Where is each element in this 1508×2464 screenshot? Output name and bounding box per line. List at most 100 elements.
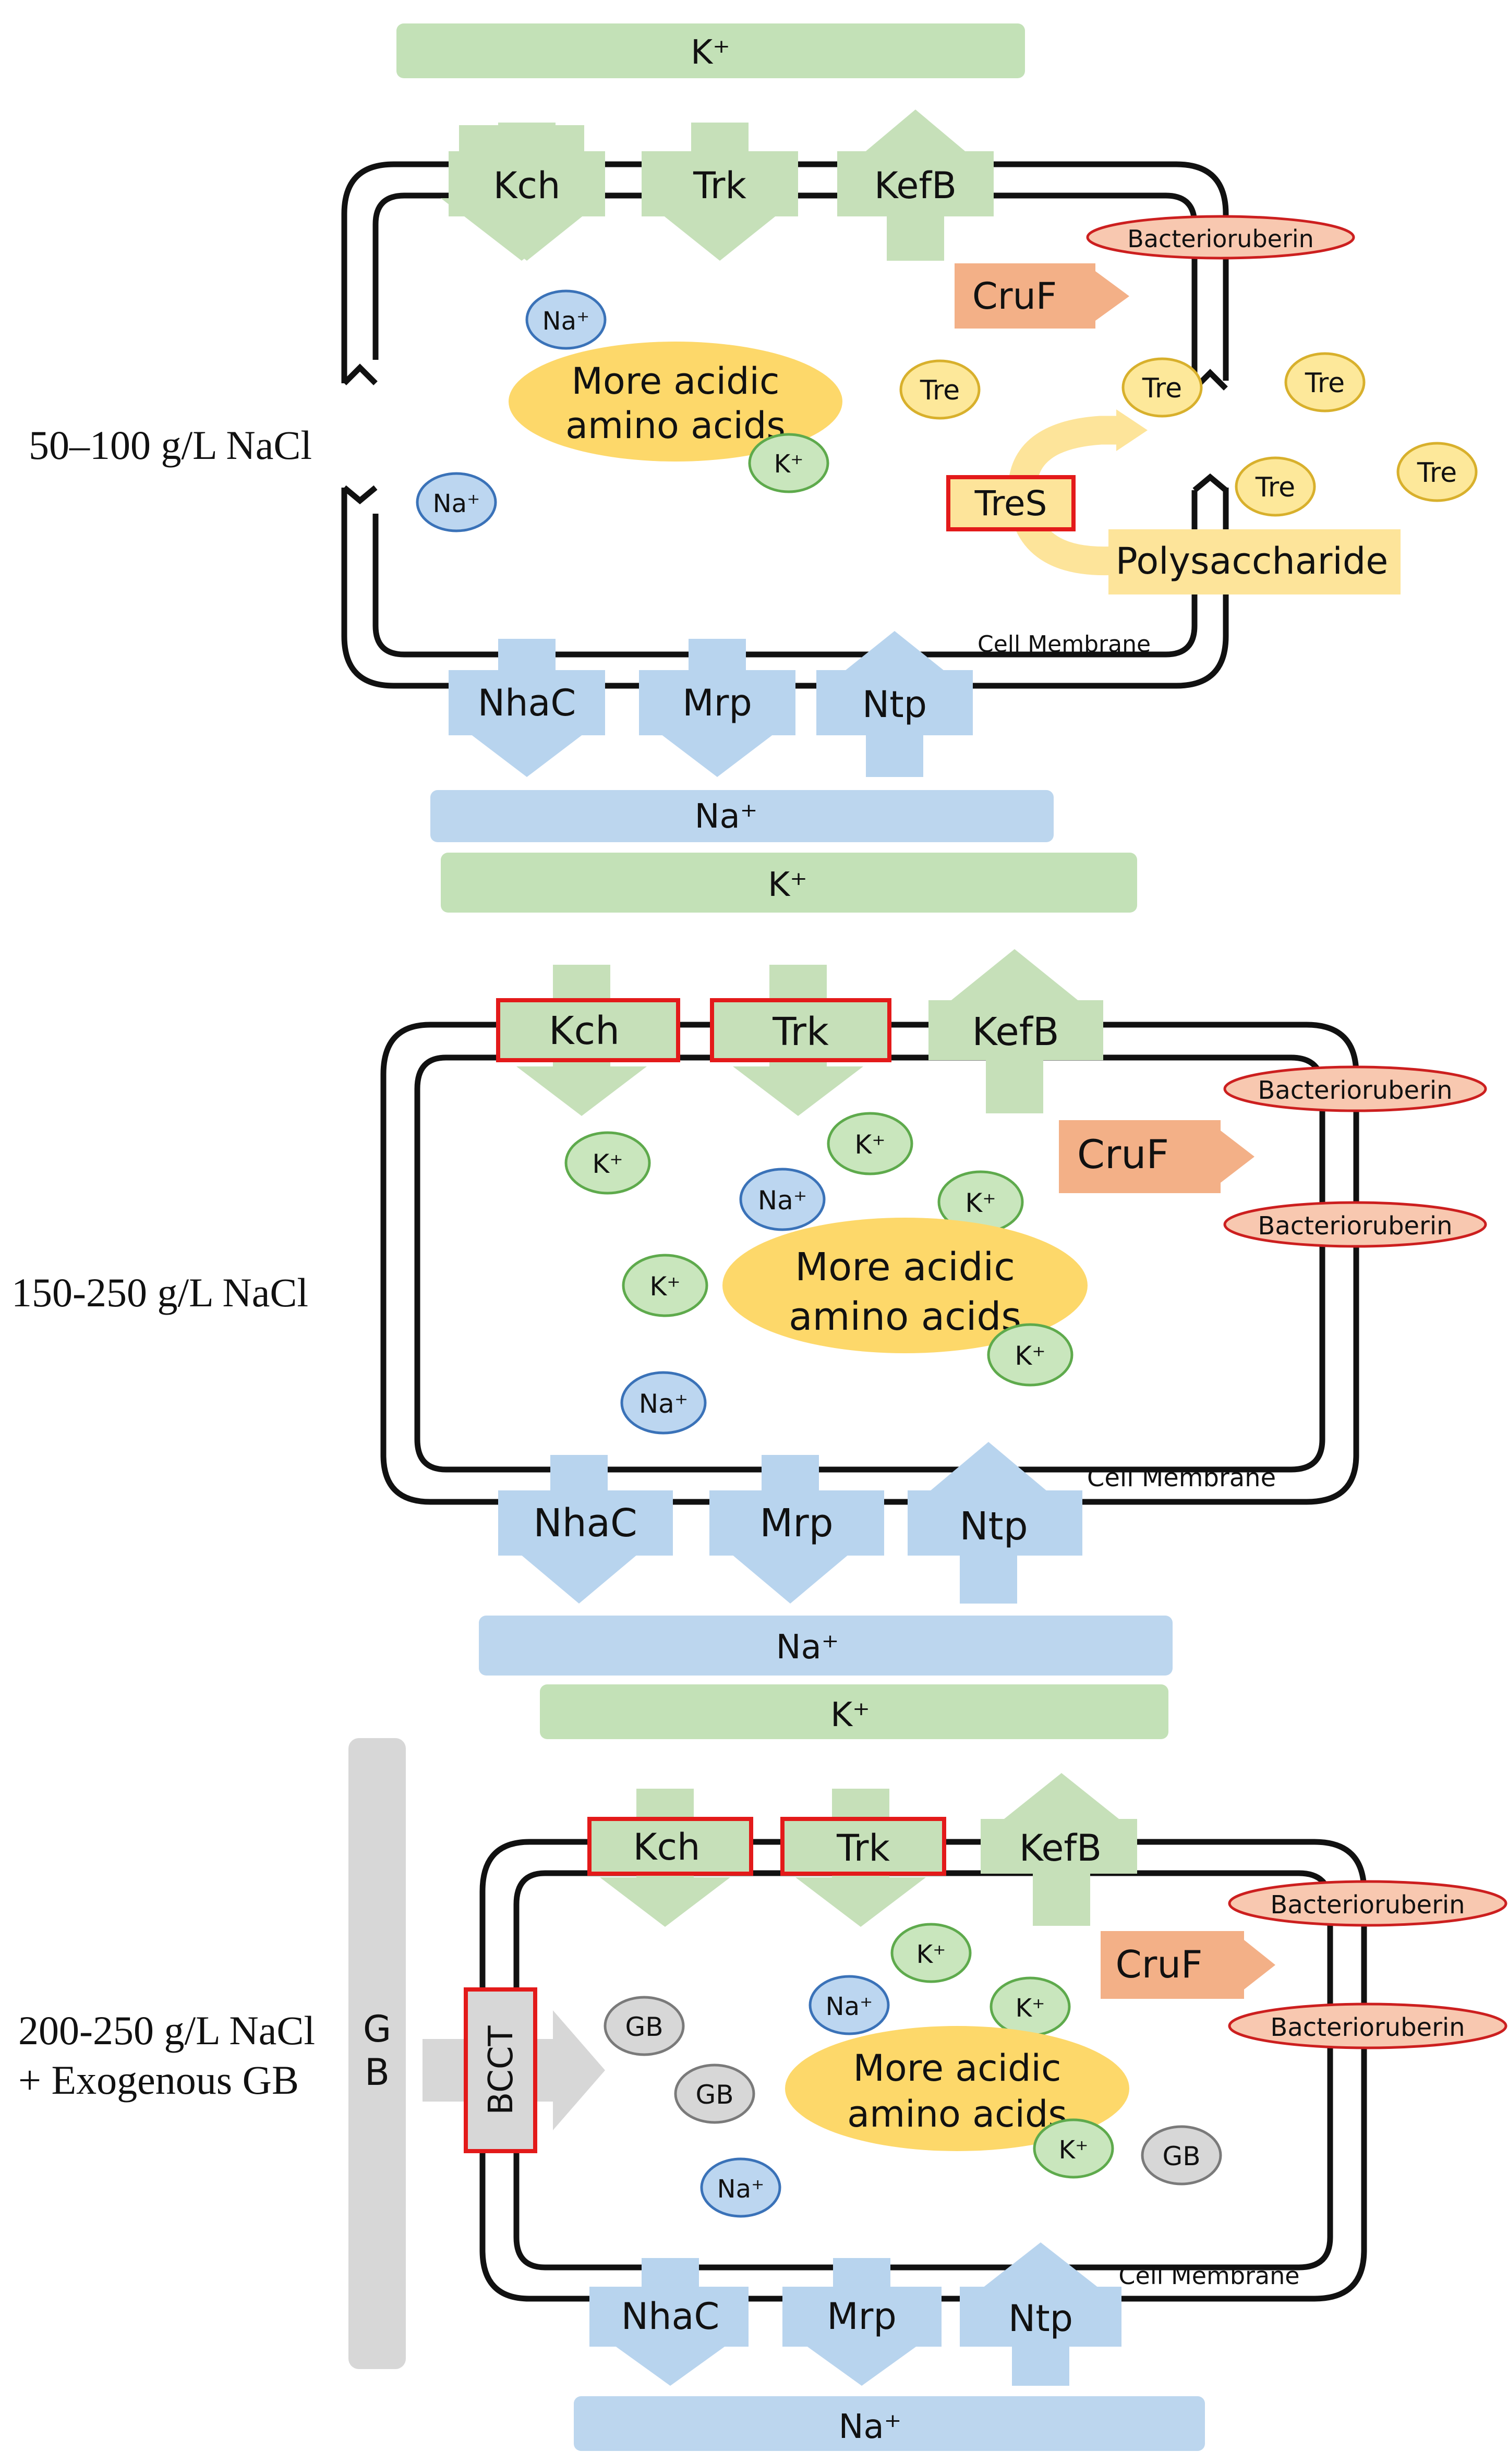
svg-text:Na⁺: Na⁺ bbox=[776, 1628, 839, 1667]
tre-1a: Tre bbox=[899, 359, 981, 420]
k-band-2: K⁺ bbox=[441, 853, 1137, 913]
protein-nhac-2: NhaC bbox=[498, 1455, 673, 1604]
k-ion-2b: K⁺ bbox=[827, 1112, 913, 1175]
svg-text:K⁺: K⁺ bbox=[1016, 1994, 1045, 2023]
svg-text:CruF: CruF bbox=[1077, 1131, 1169, 1178]
protein-trk-1: Trk bbox=[642, 123, 798, 261]
panel-1: K⁺ Kch Trk bbox=[29, 23, 1478, 842]
k-ion-2c: K⁺ bbox=[937, 1170, 1024, 1234]
svg-text:Trk: Trk bbox=[836, 1827, 890, 1870]
svg-text:Bacterioruberin: Bacterioruberin bbox=[1258, 1076, 1452, 1105]
svg-text:B: B bbox=[365, 2051, 390, 2094]
svg-text:CruF: CruF bbox=[1116, 1943, 1203, 1986]
tre-1c: Tre bbox=[1284, 352, 1366, 412]
svg-text:NhaC: NhaC bbox=[621, 2295, 720, 2338]
svg-text:amino acids: amino acids bbox=[565, 404, 786, 447]
svg-text:K⁺: K⁺ bbox=[854, 1130, 885, 1160]
cell-membrane-label-2: Cell Membrane bbox=[1087, 1463, 1276, 1492]
svg-text:Bacterioruberin: Bacterioruberin bbox=[1270, 1890, 1465, 1920]
tre-1b: Tre bbox=[1121, 357, 1203, 418]
svg-text:Ntp: Ntp bbox=[959, 1504, 1028, 1549]
na-ion-1a: Na⁺ bbox=[525, 289, 607, 350]
svg-text:K⁺: K⁺ bbox=[768, 866, 807, 904]
k-ion-1a: K⁺ bbox=[748, 433, 829, 493]
acidic-amino-acids-1: More acidic amino acids bbox=[509, 342, 842, 462]
cruf-arrow-3: CruF bbox=[1101, 1931, 1275, 1999]
na-band-1: Na⁺ bbox=[430, 790, 1054, 842]
svg-text:Tre: Tre bbox=[1255, 472, 1295, 503]
svg-text:amino acids: amino acids bbox=[847, 2093, 1067, 2135]
condition-label-1: 50–100 g/L NaCl bbox=[29, 422, 312, 468]
na-ion-2a: Na⁺ bbox=[739, 1168, 826, 1231]
svg-text:KefB: KefB bbox=[972, 1010, 1059, 1054]
protein-kefb-1-label: KefB bbox=[874, 164, 957, 207]
protein-tres-1: TreS bbox=[946, 475, 1076, 531]
na-ion-2b: Na⁺ bbox=[620, 1371, 707, 1435]
svg-text:Bacterioruberin: Bacterioruberin bbox=[1270, 2013, 1465, 2042]
gb-pillar: G B bbox=[348, 1738, 406, 2369]
protein-mrp-1: Mrp bbox=[639, 639, 795, 777]
svg-text:More acidic: More acidic bbox=[795, 1245, 1015, 1290]
svg-text:More acidic: More acidic bbox=[572, 360, 780, 403]
acidic-amino-acids-3: More acidic amino acids bbox=[785, 2026, 1129, 2151]
svg-text:Tre: Tre bbox=[920, 375, 960, 406]
bacterioruberin-3b: Bacterioruberin bbox=[1228, 2002, 1507, 2049]
svg-text:GB: GB bbox=[695, 2080, 733, 2110]
k-band-3: K⁺ bbox=[540, 1684, 1168, 1739]
protein-kefb-3: KefB bbox=[981, 1773, 1137, 1926]
gb-2: GB bbox=[674, 2064, 755, 2124]
protein-mrp-3: Mrp bbox=[782, 2258, 942, 2386]
na-band-2: Na⁺ bbox=[479, 1616, 1173, 1676]
svg-text:Mrp: Mrp bbox=[827, 2295, 897, 2338]
tre-1e: Tre bbox=[1396, 442, 1478, 502]
bacterioruberin-3a: Bacterioruberin bbox=[1228, 1880, 1507, 1927]
gb-3: GB bbox=[1141, 2125, 1222, 2186]
svg-text:Na⁺: Na⁺ bbox=[433, 489, 480, 518]
svg-text:K⁺: K⁺ bbox=[774, 450, 804, 479]
k-band-1-label: K⁺ bbox=[691, 33, 730, 72]
protein-trk-3: Trk bbox=[780, 1789, 946, 1927]
svg-text:Mrp: Mrp bbox=[682, 682, 752, 724]
k-ion-3b: K⁺ bbox=[990, 1976, 1071, 2037]
protein-trk-2: Trk bbox=[710, 965, 891, 1116]
protein-bcct: BCCT bbox=[464, 1987, 537, 2153]
svg-text:K⁺: K⁺ bbox=[1015, 1341, 1045, 1371]
cruf-label-1: CruF bbox=[972, 275, 1057, 318]
svg-text:Na⁺: Na⁺ bbox=[758, 1185, 807, 1216]
protein-kch-2: Kch bbox=[496, 965, 680, 1116]
acidic-amino-acids-2: More acidic amino acids bbox=[722, 1218, 1088, 1353]
cell-membrane-label-3: Cell Membrane bbox=[1118, 2262, 1299, 2290]
svg-text:K⁺: K⁺ bbox=[965, 1188, 996, 1218]
protein-mrp-2: Mrp bbox=[709, 1455, 884, 1604]
svg-text:NhaC: NhaC bbox=[533, 1501, 637, 1546]
condition-label-2: 150-250 g/L NaCl bbox=[11, 1270, 308, 1315]
polysaccharide-1: Polysaccharide bbox=[1108, 529, 1401, 594]
protein-nhac-3: NhaC bbox=[589, 2258, 749, 2386]
svg-text:Ntp: Ntp bbox=[862, 683, 927, 726]
svg-text:Tre: Tre bbox=[1417, 457, 1457, 489]
cruf-arrow-1: CruF bbox=[955, 263, 1129, 329]
svg-text:K⁺: K⁺ bbox=[649, 1271, 680, 1302]
k-ion-2d: K⁺ bbox=[622, 1254, 708, 1317]
svg-text:BCCT: BCCT bbox=[482, 2025, 521, 2115]
bacterioruberin-1: Bacterioruberin bbox=[1086, 215, 1355, 260]
panel-3: K⁺ G B BCCT Kch bbox=[18, 1684, 1507, 2451]
gb-1: GB bbox=[604, 1996, 685, 2056]
svg-text:K⁺: K⁺ bbox=[1059, 2135, 1089, 2165]
protein-ntp-3: Ntp bbox=[960, 2242, 1121, 2386]
k-band-1: K⁺ bbox=[396, 23, 1025, 78]
svg-text:G: G bbox=[363, 2008, 391, 2050]
protein-trk-1-label: Trk bbox=[693, 164, 746, 207]
svg-text:amino acids: amino acids bbox=[789, 1294, 1021, 1339]
protein-kch-1-label: Kch bbox=[493, 164, 561, 207]
svg-text:Mrp: Mrp bbox=[759, 1501, 833, 1546]
na-ion-1b: Na⁺ bbox=[416, 472, 497, 532]
svg-text:KefB: KefB bbox=[1019, 1827, 1102, 1870]
svg-text:GB: GB bbox=[1162, 2141, 1200, 2171]
svg-text:Na⁺: Na⁺ bbox=[542, 307, 590, 336]
protein-ntp-2: Ntp bbox=[908, 1442, 1082, 1604]
svg-text:Tre: Tre bbox=[1142, 373, 1182, 404]
svg-text:Bacterioruberin: Bacterioruberin bbox=[1258, 1211, 1452, 1241]
svg-text:NhaC: NhaC bbox=[478, 682, 576, 724]
